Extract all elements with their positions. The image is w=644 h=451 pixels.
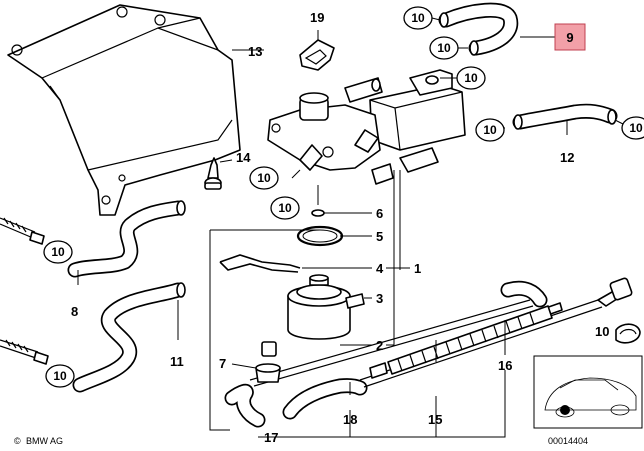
callout-circle-3: 10 [456,66,486,90]
hose-11 [72,282,186,393]
callout-13: 13 [248,44,262,59]
callout-circle-4: 10 [475,118,505,142]
car-location-icon [560,405,570,415]
clamp-icon [615,323,641,344]
callout-12: 12 [560,150,574,165]
callout-7: 7 [219,356,226,371]
callout-circle-8: 10 [43,240,73,264]
svg-text:10: 10 [257,171,271,185]
callout-11: 11 [170,354,184,369]
hose-17 [224,383,266,428]
footer: © BMW AG 00014404 [14,436,588,446]
callout-circle-5: 10 [621,116,644,140]
svg-text:10: 10 [464,71,478,85]
wire-clip-4 [219,254,301,273]
callout-8: 8 [71,304,78,319]
callout-5: 5 [376,229,383,244]
callout-16: 16 [498,358,512,373]
o-ring-6 [311,209,325,217]
svg-text:10: 10 [51,245,65,259]
hose-9 [438,2,519,56]
callout-17: 17 [264,430,278,445]
callout-circle-2: 10 [429,36,459,60]
svg-text:10: 10 [411,11,425,25]
svg-text:10: 10 [278,201,292,215]
copyright-symbol: © [14,436,21,446]
callout-circle-9: 10 [45,364,75,388]
svg-text:10: 10 [437,41,451,55]
callout-14: 14 [236,150,251,165]
svg-text:9: 9 [566,30,573,45]
callout-18: 18 [343,412,357,427]
callout-circle-1: 10 [403,6,433,30]
callout-circle-6: 10 [249,166,279,190]
callout-3: 3 [376,291,383,306]
svg-text:10: 10 [483,123,497,137]
fuel-filter-3 [287,274,365,340]
callout-2: 2 [376,338,383,353]
callout-4: 4 [376,261,384,276]
corrugated-tube-15 [387,305,553,375]
valve-assembly [267,69,466,185]
location-inset: 10 [533,323,643,429]
svg-text:10: 10 [53,369,67,383]
callout-6: 6 [376,206,383,221]
inset-label: 10 [595,324,609,339]
hose-12 [512,103,618,130]
screw-part [204,157,222,190]
diagram-number: 00014404 [548,436,588,446]
callout-circle-7: 10 [270,196,300,220]
svg-text:10: 10 [629,121,643,135]
brand-label: BMW AG [26,436,63,446]
clip-part [299,39,335,71]
callout-19: 19 [310,10,324,25]
callout-15: 15 [428,412,442,427]
callout-9-highlight: 9 [554,23,586,51]
pipe-ends [0,217,49,365]
cap-7-top [261,341,277,357]
hose-8 [67,200,186,278]
hose-16 [500,280,548,308]
callout-1: 1 [414,261,421,276]
bracket-part [7,4,241,216]
hose-18 [282,378,368,420]
